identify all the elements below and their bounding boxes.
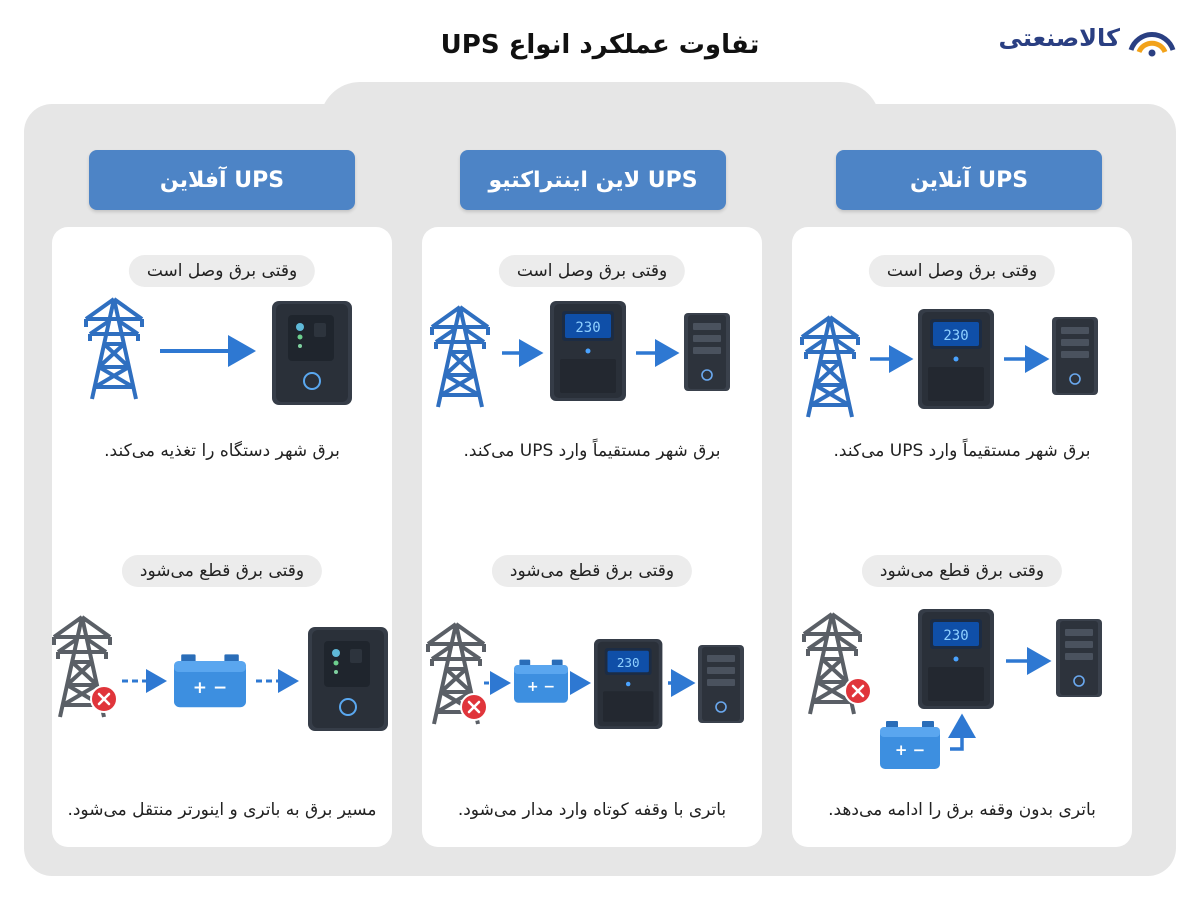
- desc-power-off: باتری بدون وقفه برق را ادامه می‌دهد.: [828, 800, 1096, 820]
- ups-device-icon: [271, 300, 353, 406]
- computer-icon: [1051, 316, 1099, 396]
- power-tower-icon: [800, 315, 860, 419]
- power-tower-icon: [84, 297, 144, 401]
- computer-icon: [697, 644, 745, 724]
- label-power-on: وقتی برق وصل است: [128, 255, 316, 287]
- brand-logo: کالاصنعتی: [976, 18, 1176, 64]
- lcd-display-text: 230: [943, 328, 968, 344]
- desc-power-on: برق شهر دستگاه را تغذیه می‌کند.: [104, 441, 340, 461]
- fault-x-icon: [843, 676, 873, 706]
- desc-power-on: برق شهر مستقیماً وارد UPS می‌کند.: [463, 441, 721, 461]
- online-power-on-illustration: 230: [800, 309, 1099, 419]
- ups-device-icon: 230: [918, 309, 994, 409]
- header-offline-ups: UPS آفلاین: [89, 150, 355, 210]
- line-interactive-power-on-illustration: 230: [430, 301, 731, 409]
- fault-x-icon: [459, 692, 489, 722]
- fault-x-icon: [89, 684, 119, 714]
- desc-power-on: برق شهر مستقیماً وارد UPS می‌کند.: [833, 441, 1091, 461]
- label-power-on: وقتی برق وصل است: [498, 255, 686, 287]
- ups-device-icon: 230: [918, 609, 994, 709]
- page-title: تفاوت عملکرد انواع UPS: [440, 30, 760, 60]
- online-power-off-illustration: 230 + −: [802, 609, 1103, 769]
- lcd-display-text: 230: [617, 655, 640, 670]
- desc-power-off: باتری با وقفه کوتاه وارد مدار می‌شود.: [457, 800, 727, 820]
- computer-icon: [1055, 618, 1103, 698]
- header-online-ups: UPS آنلاین: [836, 150, 1102, 210]
- offline-power-off-illustration: + −: [52, 615, 389, 732]
- label-power-on: وقتی برق وصل است: [868, 255, 1056, 287]
- label-power-off: وقتی برق قطع می‌شود: [491, 555, 693, 587]
- header-line-interactive-ups: UPS لاین اینتراکتیو: [460, 150, 726, 210]
- ups-device-icon: 230: [594, 639, 663, 729]
- lcd-display-text: 230: [575, 320, 600, 336]
- desc-power-off: مسیر برق به باتری و اینورتر منتقل می‌شود…: [67, 800, 377, 820]
- battery-icon: + −: [174, 654, 246, 708]
- label-power-off: وقتی برق قطع می‌شود: [861, 555, 1063, 587]
- line-interactive-power-off-illustration: + − 230: [426, 622, 745, 729]
- brand-logo-text: کالاصنعتی: [998, 24, 1120, 52]
- battery-symbols: + −: [193, 678, 227, 698]
- lcd-display-text: 230: [943, 628, 968, 644]
- battery-symbols: + −: [895, 741, 925, 759]
- battery-icon: + −: [514, 659, 568, 703]
- card-online-ups: وقتی برق وصل است 230 برق شهر مستقیماً وا…: [792, 227, 1132, 847]
- computer-icon: [683, 312, 731, 392]
- ups-device-icon: [307, 626, 389, 732]
- label-power-off: وقتی برق قطع می‌شود: [121, 555, 323, 587]
- wifi-arch-icon: [1128, 32, 1176, 57]
- offline-power-on-illustration: [84, 297, 353, 406]
- power-tower-icon: [430, 305, 490, 409]
- card-offline-ups: وقتی برق وصل است برق شهر دستگاه را تغذیه…: [52, 227, 392, 847]
- card-line-interactive-ups: وقتی برق وصل است 230 برق شهر مستقیماً وا…: [422, 227, 762, 847]
- arrow-up-icon: [948, 713, 976, 751]
- battery-icon: + −: [880, 721, 940, 769]
- battery-symbols: + −: [527, 679, 555, 695]
- ups-device-icon: 230: [550, 301, 626, 401]
